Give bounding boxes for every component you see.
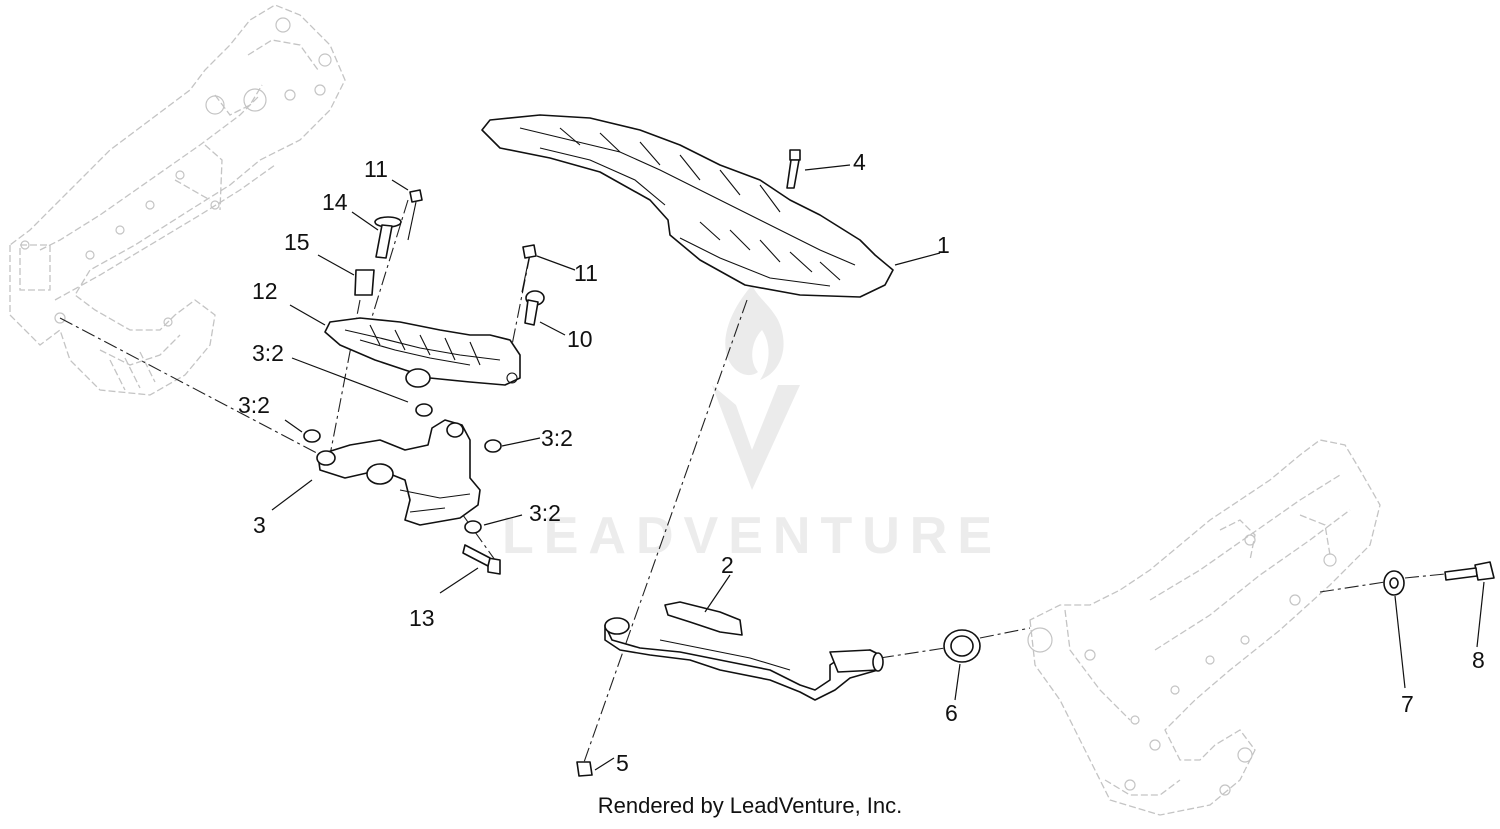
render-credit: Rendered by LeadVenture, Inc. — [0, 793, 1500, 819]
callout-11b: 11 — [574, 260, 598, 286]
callout-3-2a: 3:2 — [252, 340, 284, 366]
callout-14: 14 — [322, 189, 348, 215]
render-credit-text: Rendered by LeadVenture, Inc. — [597, 793, 903, 818]
callout-5: 5 — [616, 750, 629, 776]
watermark-logo: LEADVENTURE — [502, 285, 1002, 565]
callout-3-2b: 3:2 — [238, 392, 270, 418]
part-3-2-bushings — [303, 403, 502, 534]
part-1-floor-platform — [481, 114, 894, 298]
fasteners — [354, 149, 1495, 777]
part-7-washer — [1383, 570, 1405, 596]
callout-11a: 11 — [364, 156, 388, 182]
callout-6: 6 — [945, 700, 958, 726]
callout-3-2c: 3:2 — [541, 425, 573, 451]
watermark-text: LEADVENTURE — [502, 507, 1002, 565]
callout-12: 12 — [252, 278, 278, 304]
callout-7: 7 — [1401, 691, 1414, 717]
right-frame-outline — [1027, 439, 1381, 816]
callout-2: 2 — [721, 552, 734, 578]
callout-15: 15 — [284, 229, 310, 255]
part-3-bracket — [316, 419, 481, 526]
callout-3-2d: 3:2 — [529, 500, 561, 526]
part-2-pedal-arm — [604, 601, 884, 701]
left-frame-outline — [9, 4, 346, 396]
callout-3: 3 — [253, 512, 266, 538]
callout-1: 1 — [937, 232, 950, 258]
callout-labels: 1 2 3 3:2 3:2 3:2 3:2 4 5 6 7 8 10 11 11… — [238, 149, 1485, 776]
callout-8: 8 — [1472, 647, 1485, 673]
callout-10: 10 — [567, 326, 593, 352]
callout-4: 4 — [853, 149, 866, 175]
leader-lines — [271, 164, 1485, 771]
callout-13: 13 — [409, 605, 435, 631]
part-6-seal — [943, 629, 981, 663]
part-12-step-pad — [324, 317, 521, 388]
